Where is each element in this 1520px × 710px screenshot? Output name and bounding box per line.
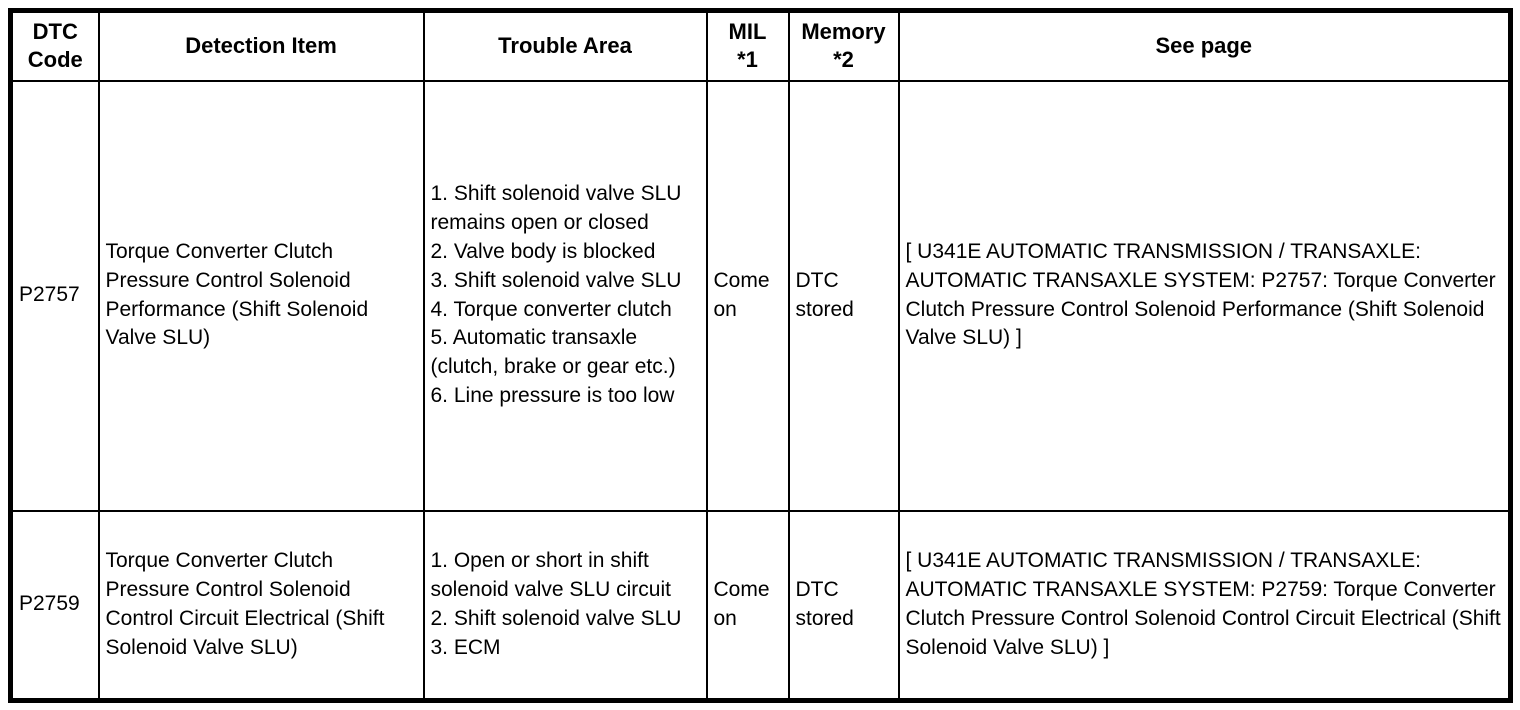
col-header-memory: Memory *2 [787,9,900,82]
col-header-mil: MIL *1 [705,9,790,82]
detection-item-cell: Torque Converter Clutch Pressure Control… [97,509,425,702]
dtc-code-cell: P2759 [9,509,100,702]
col-header-trouble-area: Trouble Area [422,9,708,82]
trouble-area-cell: 1. Shift solenoid valve SLU remains open… [422,79,708,512]
table-row-p2757: P2757 Torque Converter Clutch Pressure C… [9,79,1512,512]
memory-cell: DTC stored [787,509,900,702]
see-page-cell: [ U341E AUTOMATIC TRANSMISSION / TRANSAX… [897,79,1512,512]
col-header-detection-item: Detection Item [97,9,425,82]
col-header-see-page: See page [897,9,1512,82]
memory-cell: DTC stored [787,79,900,512]
header-row: DTC Code Detection Item Trouble Area MIL… [9,9,1512,82]
mil-cell: Come on [705,79,790,512]
detection-item-cell: Torque Converter Clutch Pressure Control… [97,79,425,512]
trouble-area-cell: 1. Open or short in shift solenoid valve… [422,509,708,702]
dtc-table: DTC Code Detection Item Trouble Area MIL… [8,8,1513,703]
table-row-p2759: P2759 Torque Converter Clutch Pressure C… [9,509,1512,702]
mil-cell: Come on [705,509,790,702]
dtc-code-cell: P2757 [9,79,100,512]
col-header-dtc-code: DTC Code [9,9,100,82]
see-page-cell: [ U341E AUTOMATIC TRANSMISSION / TRANSAX… [897,509,1512,702]
